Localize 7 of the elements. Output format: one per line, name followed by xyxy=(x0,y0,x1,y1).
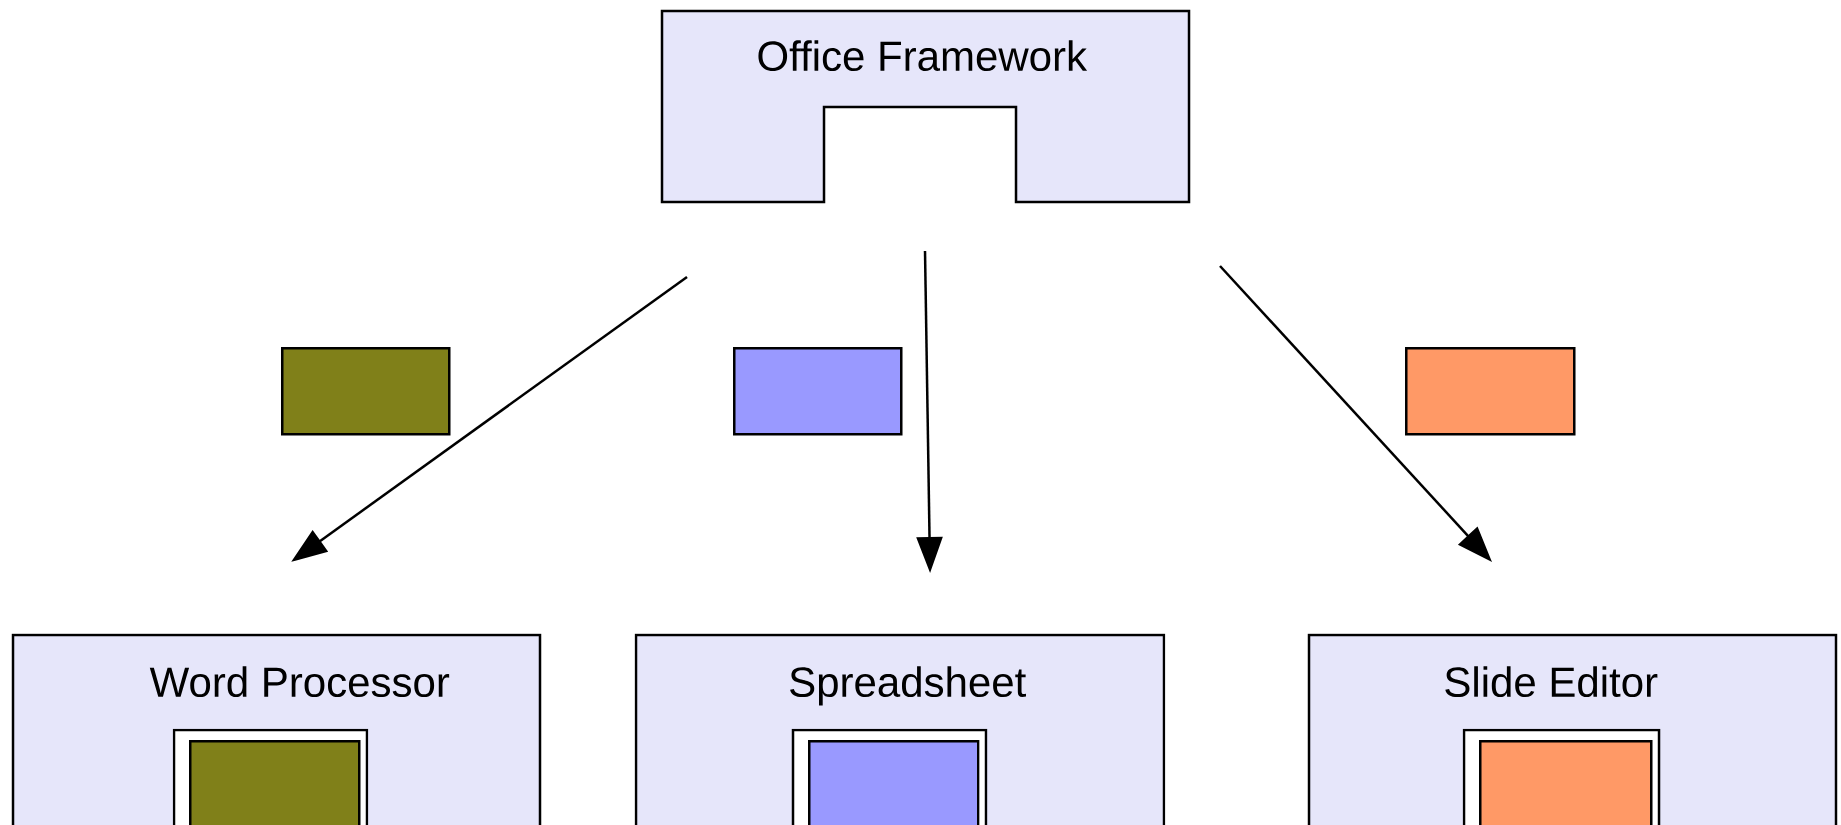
framework-box: Office Framework xyxy=(660,9,1191,204)
plug-box xyxy=(1405,347,1576,436)
plug-box xyxy=(1462,728,1661,825)
plug-box xyxy=(733,347,903,436)
plug-box xyxy=(172,728,369,825)
plug-box xyxy=(791,728,988,825)
plug-box xyxy=(281,347,451,436)
